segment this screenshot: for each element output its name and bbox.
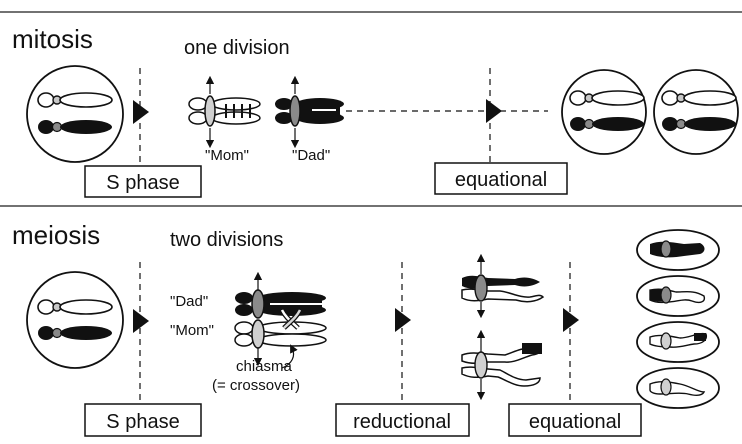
- chiasma-pointer: [281, 344, 298, 369]
- meiosis-subtitle: two divisions: [170, 229, 283, 251]
- meiosis-separated-mom: [461, 329, 542, 401]
- mitosis-subtitle: one division: [184, 37, 290, 59]
- mitosis-label-dad: "Dad": [292, 147, 330, 164]
- mitosis-equational-box: equational: [434, 162, 568, 195]
- chiasma-note: (= crossover): [212, 377, 300, 394]
- meiosis-equational-box: equational: [508, 403, 642, 437]
- meiosis-label-mom: "Mom": [170, 322, 214, 339]
- mitosis-arrow-2: [486, 99, 502, 123]
- mitosis-dad-chromosome: [275, 75, 344, 149]
- meiosis-arrow-1: [133, 309, 149, 333]
- mitosis-s-phase-label: S phase: [106, 172, 179, 194]
- meiosis-arrow-2: [395, 308, 411, 332]
- meiosis-reductional-label: reductional: [353, 411, 451, 433]
- mitosis-s-phase-box: S phase: [84, 165, 202, 198]
- meiosis-homolog-pair: [234, 271, 327, 367]
- mitosis-label-mom: "Mom": [205, 147, 249, 164]
- gamete-1: [636, 229, 720, 271]
- meiosis-reductional-box: reductional: [335, 403, 470, 437]
- meiosis-s-phase-box: S phase: [84, 403, 202, 437]
- chiasma-label: chiasma: [236, 358, 293, 375]
- mitosis-arrow-1: [133, 100, 149, 124]
- mitosis-daughter-cell-2: [653, 69, 739, 155]
- mitosis-daughter-cell-1: [561, 69, 647, 155]
- mitosis-start-cell: [26, 65, 124, 163]
- gamete-4: [636, 367, 720, 409]
- gamete-2: [636, 275, 720, 317]
- meiosis-equational-label: equational: [529, 411, 621, 433]
- gamete-3: [636, 321, 720, 363]
- mitosis-equational-label: equational: [455, 169, 547, 191]
- meiosis-section: meiosis two divisions: [12, 220, 720, 437]
- mitosis-mom-chromosome: [188, 75, 261, 149]
- meiosis-arrow-3: [563, 308, 579, 332]
- meiosis-title: meiosis: [12, 220, 100, 250]
- meiosis-s-phase-label: S phase: [106, 411, 179, 433]
- meiosis-start-cell: [26, 271, 124, 369]
- meiosis-separated-dad: [461, 253, 545, 319]
- mitosis-title: mitosis: [12, 24, 93, 54]
- meiosis-label-dad: "Dad": [170, 293, 208, 310]
- mitosis-section: mitosis one division: [12, 24, 739, 198]
